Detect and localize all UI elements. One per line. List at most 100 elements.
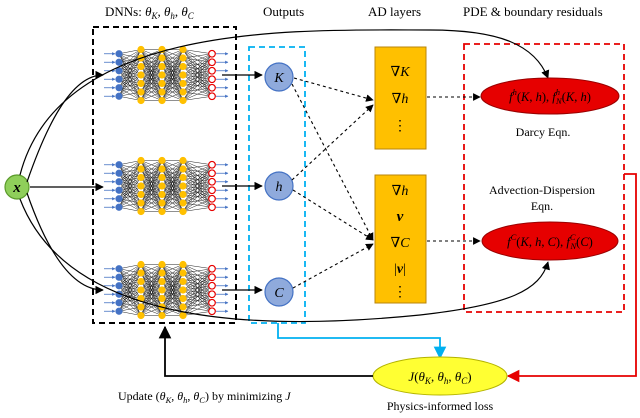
- output-node-K-label: K: [273, 71, 284, 86]
- dnn-connection: [140, 168, 163, 212]
- dnn-connection: [182, 311, 213, 316]
- output-node-h-label: h: [276, 180, 283, 195]
- dnn-c: [104, 260, 229, 320]
- dnn-connection: [161, 264, 184, 282]
- dnn-connection: [140, 194, 163, 212]
- dnn-neuron: [137, 79, 145, 88]
- dnn-dashed-box: [92, 26, 237, 324]
- dnn-connection: [182, 302, 213, 316]
- dnn-neuron: [158, 165, 166, 173]
- dnn-connection: [182, 268, 213, 308]
- dnn-neuron: [179, 260, 187, 269]
- dnn-connection: [118, 289, 142, 312]
- dnn-neuron: [179, 71, 187, 79]
- dnn-neuron: [115, 58, 123, 66]
- dnn-connection: [118, 160, 142, 182]
- dnn-connection: [140, 306, 163, 316]
- dnn-connection: [161, 49, 184, 84]
- dnn-neuron: [179, 207, 187, 216]
- dnn-connection: [140, 160, 163, 178]
- dnn-connection: [140, 185, 163, 212]
- dnn-connection: [140, 264, 163, 291]
- dnn-neuron: [158, 182, 166, 190]
- dnn-neuron: [179, 156, 187, 165]
- dnn-connection: [118, 264, 142, 303]
- dnn-connection: [140, 49, 163, 76]
- dnn-connection: [182, 53, 213, 93]
- dnn-connection: [161, 83, 184, 101]
- dnn-connection: [140, 66, 163, 101]
- ad-bottom-grad-C: ∇C: [390, 236, 410, 251]
- header-pde-residuals: PDE & boundary residuals: [463, 4, 603, 19]
- dnn-connection: [140, 264, 163, 299]
- dnn-connection: [118, 74, 142, 97]
- dnn-neuron: [115, 307, 123, 315]
- dnn-neuron: [179, 269, 187, 277]
- dnn-connection: [182, 181, 213, 212]
- dnn-neuron: [179, 303, 187, 311]
- dnn-connection: [140, 160, 163, 170]
- dnn-connection: [182, 173, 213, 212]
- dnn-connection: [118, 57, 142, 97]
- dnn-neuron: [137, 260, 145, 269]
- dnn-connection: [140, 177, 163, 212]
- dnn-connection: [161, 160, 184, 187]
- input-node-x: [4, 174, 30, 200]
- dnn-neuron: [115, 84, 123, 92]
- dnn-neuron: [158, 156, 166, 165]
- x-to-advection-residual: [19, 198, 550, 323]
- ad-top-dots: ⋮: [393, 119, 407, 134]
- dnn-connection: [140, 281, 163, 316]
- dnn-connection: [118, 49, 142, 88]
- dnn-connection: [118, 185, 142, 208]
- dnn-connection: [161, 264, 184, 299]
- dnn-neuron: [115, 282, 123, 290]
- dnn-connection: [118, 281, 142, 312]
- dnn-connection: [140, 160, 163, 187]
- dnn-connection: [161, 49, 184, 59]
- outputs-dashed-box: [248, 46, 306, 324]
- dnn-connection: [118, 83, 142, 97]
- dnn-neuron: [208, 177, 216, 186]
- dnn-neuron: [137, 277, 145, 286]
- dnn-neuron: [158, 286, 166, 294]
- header-ad-layers: AD layers: [368, 4, 421, 19]
- dnn-neuron: [208, 66, 216, 75]
- dnn-connection: [140, 202, 163, 212]
- dnn-connection: [161, 49, 184, 76]
- dnn-neuron: [208, 307, 216, 316]
- dnn-neuron: [158, 269, 166, 277]
- update-label: Update (θK, θh, θC) by minimizing J: [118, 389, 291, 405]
- dnn-connection: [182, 268, 213, 274]
- dnn-connection: [182, 164, 213, 178]
- dnn-neuron: [115, 299, 123, 307]
- ad-bottom-grad-h: ∇h: [392, 184, 409, 199]
- dnn-neuron: [137, 190, 145, 199]
- loss-to-dnn-feedback: [158, 325, 373, 377]
- dnn-neuron: [115, 92, 123, 100]
- dnn-connection: [118, 160, 142, 191]
- dnn-connection: [140, 264, 163, 282]
- x-to-net-k: [26, 70, 104, 183]
- ad-bottom-dots: ⋮: [393, 285, 407, 300]
- residuals-to-loss-line: [506, 173, 637, 383]
- dnn-neuron: [137, 45, 145, 54]
- dnn-neuron: [158, 79, 166, 88]
- dnn-connection: [161, 202, 184, 212]
- input-node-x-label: x: [12, 180, 21, 196]
- dnn-neuron: [137, 71, 145, 79]
- dnn-connection: [182, 207, 213, 212]
- dnn-neuron: [208, 203, 216, 212]
- dnn-neuron: [137, 96, 145, 105]
- dnn-neuron: [137, 269, 145, 277]
- header-dnns: DNNs: θK, θh, θC: [105, 4, 195, 21]
- ad-layer-top: [374, 46, 427, 150]
- dnn-connection: [182, 160, 213, 165]
- dnn-neuron: [158, 173, 166, 182]
- x-to-darcy-residual: [19, 29, 550, 176]
- ad-bottom-abs-v: |v|: [394, 262, 406, 277]
- dnn-neuron: [208, 83, 216, 92]
- dnn-connection: [182, 268, 213, 291]
- dnn-connection: [118, 272, 142, 312]
